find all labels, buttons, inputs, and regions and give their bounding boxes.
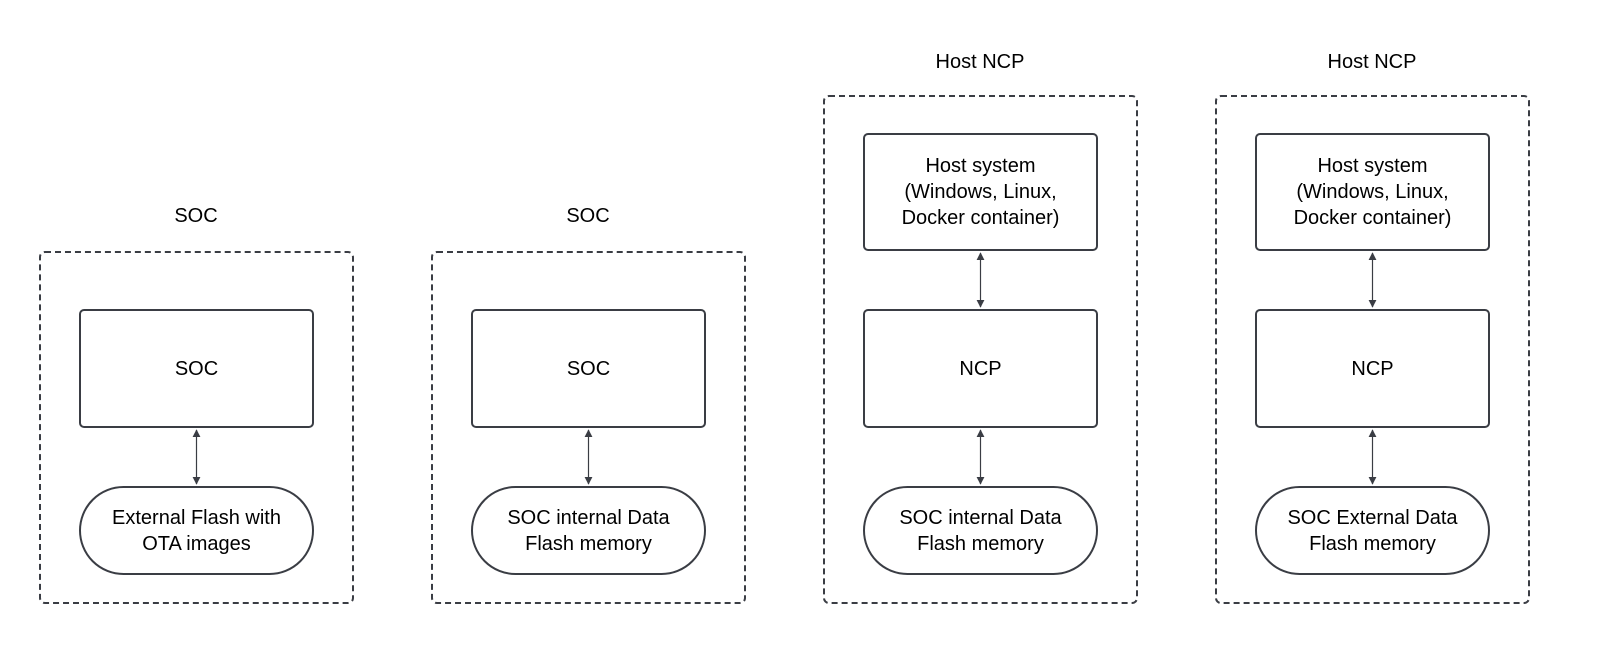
soc-box-2: SOC xyxy=(471,309,706,428)
group-title-host-ncp-2: Host NCP xyxy=(1327,51,1417,73)
soc-box-1: SOC xyxy=(79,309,314,428)
group-title-soc-2: SOC xyxy=(566,205,610,227)
internal-data-flash-node-2: SOC internal Data Flash memory xyxy=(863,486,1098,575)
host-ncp-container-1 xyxy=(823,95,1138,604)
external-data-flash-node: SOC External Data Flash memory xyxy=(1255,486,1490,575)
host-system-box-1: Host system (Windows, Linux, Docker cont… xyxy=(863,133,1098,251)
host-system-box-2: Host system (Windows, Linux, Docker cont… xyxy=(1255,133,1490,251)
soc-container-2 xyxy=(431,251,746,604)
ncp-box-1: NCP xyxy=(863,309,1098,428)
internal-data-flash-node-1: SOC internal Data Flash memory xyxy=(471,486,706,575)
soc-container-1 xyxy=(39,251,354,604)
host-ncp-container-2 xyxy=(1215,95,1530,604)
external-flash-node: External Flash with OTA images xyxy=(79,486,314,575)
group-title-soc-1: SOC xyxy=(174,205,218,227)
ncp-box-2: NCP xyxy=(1255,309,1490,428)
group-title-host-ncp-1: Host NCP xyxy=(935,51,1025,73)
